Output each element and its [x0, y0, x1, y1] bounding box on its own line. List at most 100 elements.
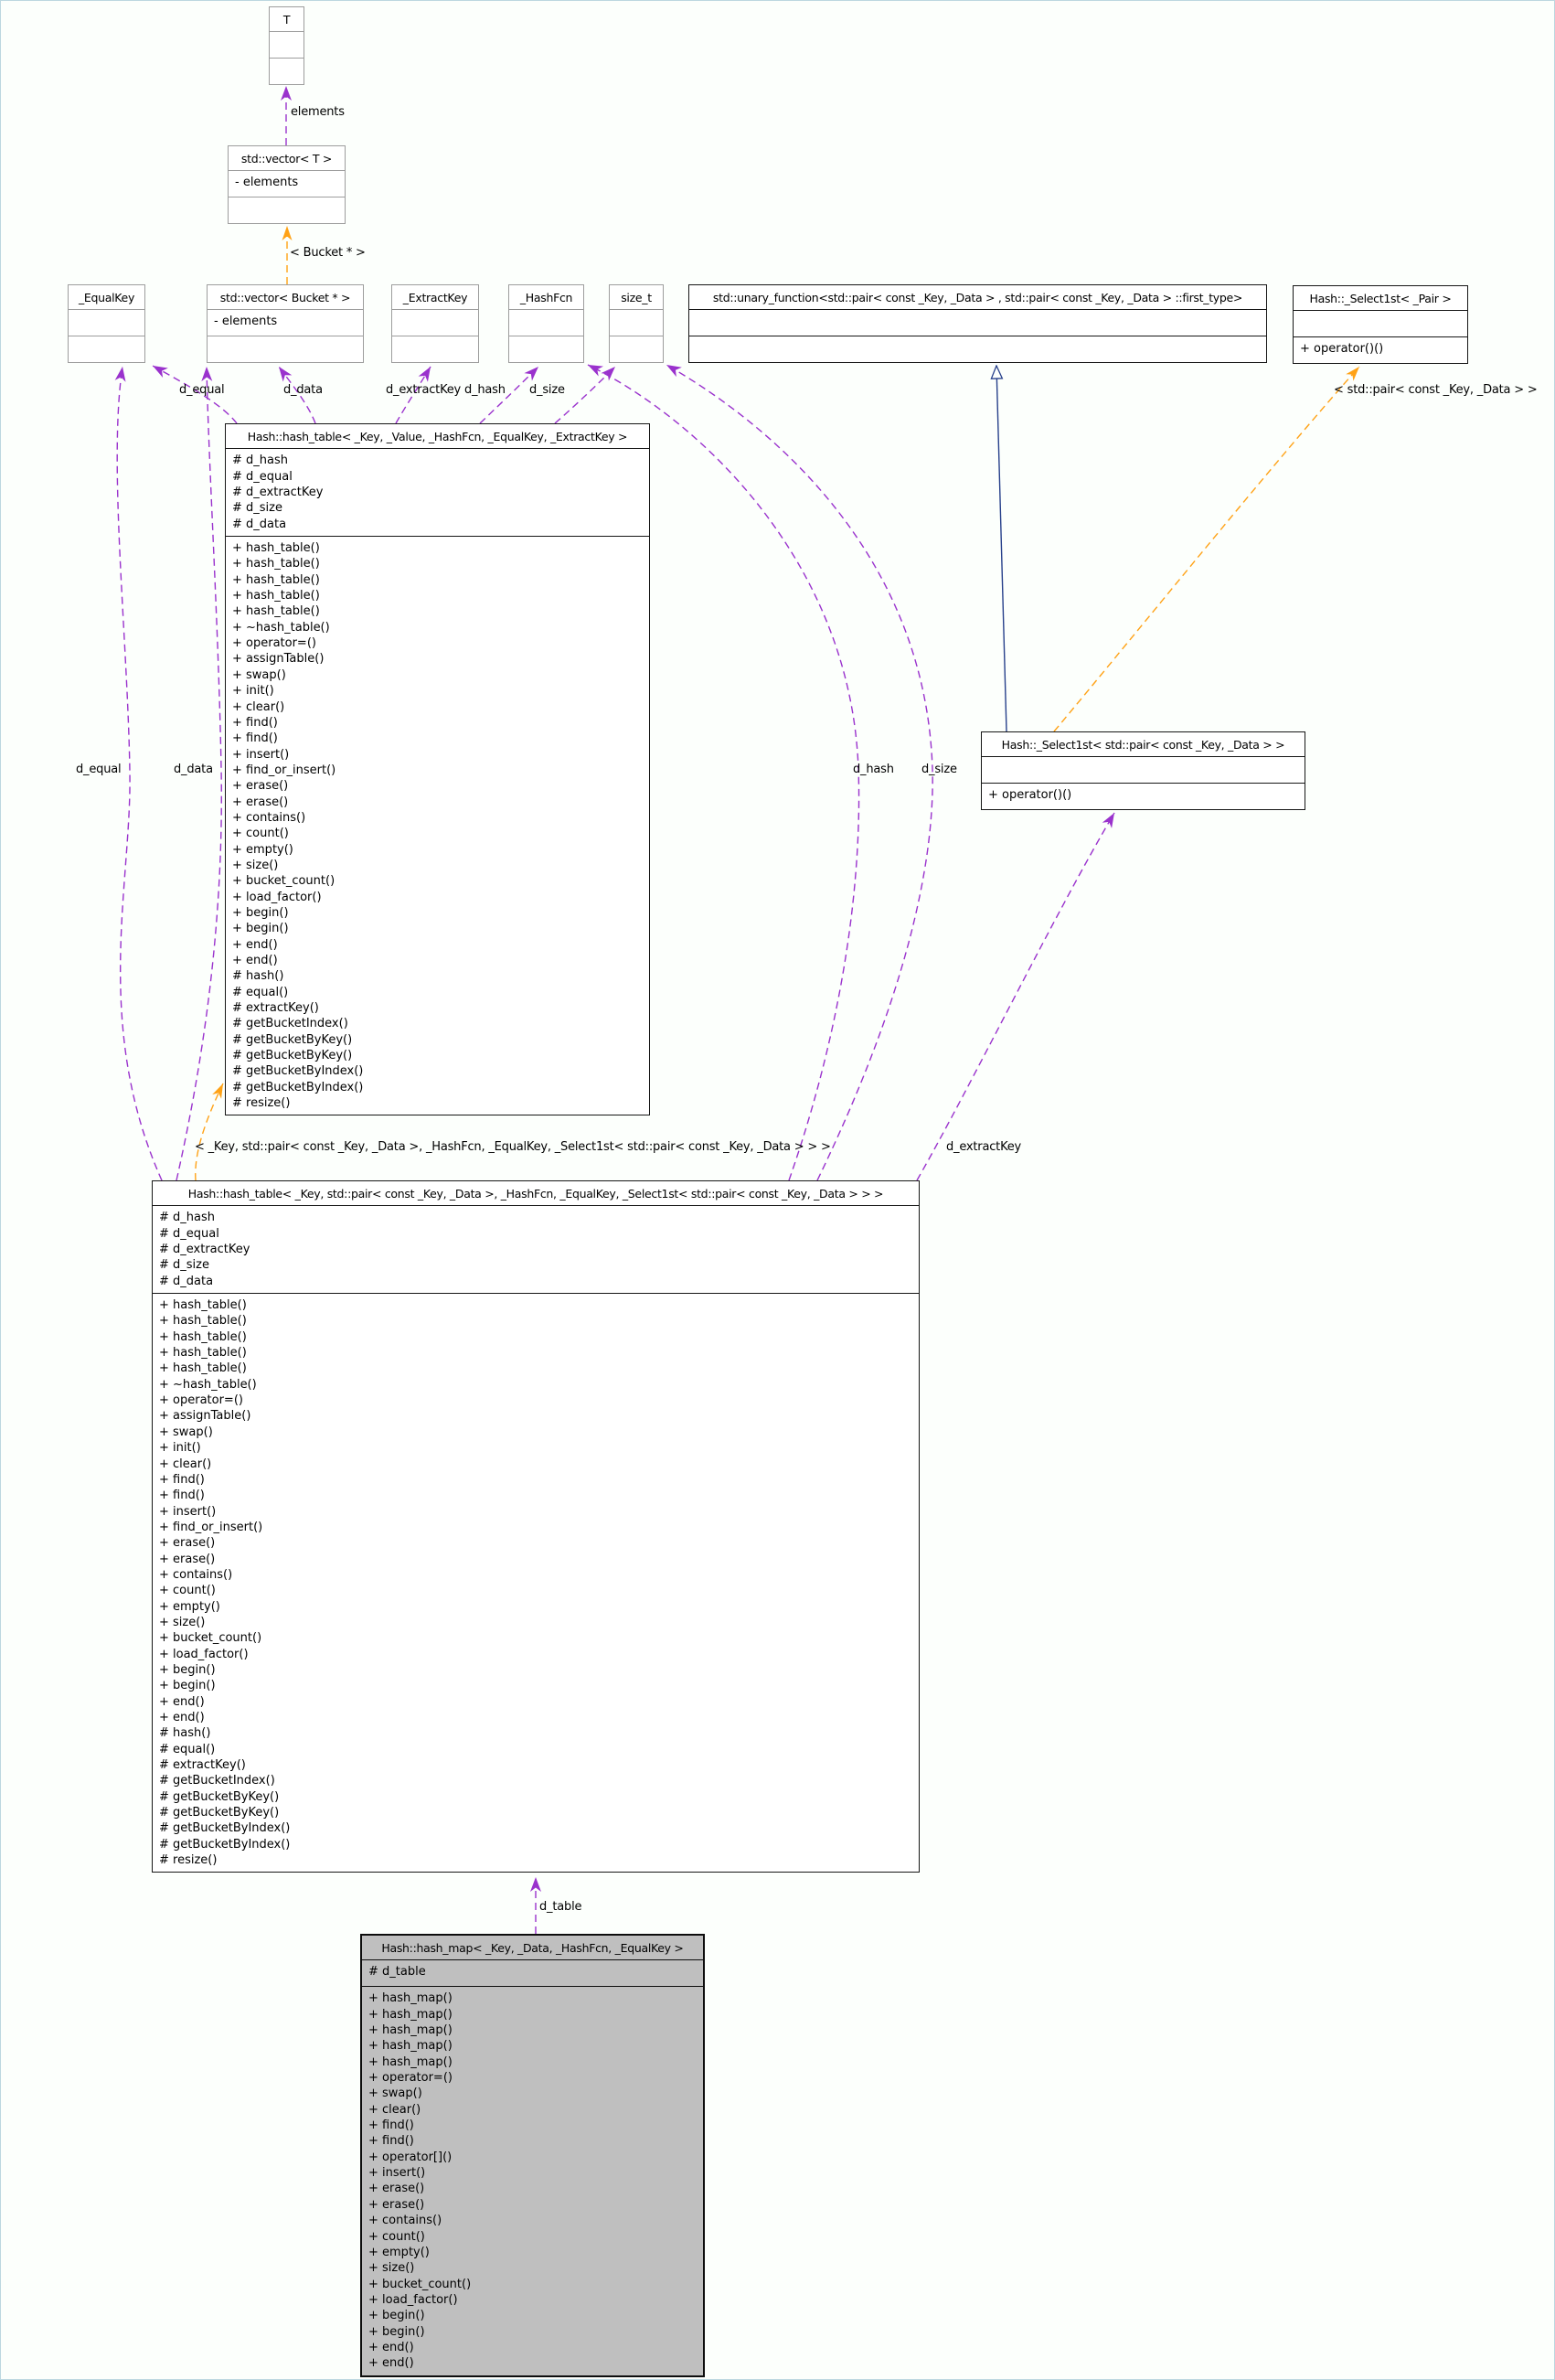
member-item: + hash_table() — [232, 572, 320, 587]
class-title: Hash::hash_map< _Key, _Data, _HashFcn, _… — [381, 1941, 684, 1955]
member-item: + empty() — [368, 2245, 430, 2259]
member-item: # extractKey() — [232, 1001, 319, 1016]
class-node-hash-table-instance[interactable]: Hash::hash_table< _Key, std::pair< const… — [152, 1180, 920, 1873]
member-item: + end() — [159, 1694, 205, 1709]
member-item: + begin() — [368, 2324, 425, 2339]
member-item: # d_equal — [159, 1226, 219, 1241]
member-item: + find_or_insert() — [232, 763, 336, 777]
member-item: + count() — [159, 1584, 216, 1598]
member-item: + operator=() — [159, 1393, 243, 1408]
class-node-hash-map[interactable]: Hash::hash_map< _Key, _Data, _HashFcn, _… — [360, 1934, 705, 2377]
member-item: + count() — [368, 2229, 425, 2244]
member-item: + ~hash_table() — [232, 620, 330, 635]
edge-table2-d-size — [666, 364, 933, 1181]
member-item: + hash_table() — [232, 557, 320, 571]
member-item: + contains() — [368, 2214, 442, 2228]
class-title: _ExtractKey — [402, 291, 468, 304]
member-item: # d_size — [232, 501, 282, 516]
edge-table1-d-extractkey — [395, 366, 431, 424]
class-node-select1st-instance[interactable]: Hash::_Select1st< std::pair< const _Key,… — [981, 731, 1305, 811]
edge-table2-d-data — [176, 366, 222, 1181]
class-title: Hash::hash_table< _Key, _Value, _HashFcn… — [247, 430, 628, 443]
attributes-section — [392, 309, 478, 336]
member-item: # getBucketByKey() — [232, 1049, 353, 1063]
class-node-std-unary-function[interactable]: std::unary_function<std::pair< const _Ke… — [688, 284, 1267, 364]
member-item: # resize() — [232, 1096, 291, 1111]
member-item: + operator()() — [988, 788, 1072, 803]
member-item: # d_size — [159, 1258, 209, 1273]
member-item: + hash_table() — [159, 1314, 247, 1329]
member-item: + bucket_count() — [159, 1631, 262, 1646]
class-title: std::vector< T > — [240, 152, 333, 165]
member-item: - elements — [235, 176, 299, 190]
class-title: Hash::_Select1st< std::pair< const _Key,… — [1001, 738, 1285, 752]
member-item: # d_data — [159, 1274, 214, 1288]
class-node-hashfcn[interactable]: _HashFcn — [508, 284, 584, 364]
edge-table1-d-hash — [479, 366, 539, 424]
class-title: std::unary_function<std::pair< const _Ke… — [712, 291, 1243, 304]
member-item: + hash_table() — [232, 541, 320, 556]
attributes-section: # d_hash# d_equal# d_extractKey# d_size#… — [153, 1205, 919, 1293]
methods-section — [610, 336, 663, 362]
methods-section: + hash_map()+ hash_map()+ hash_map()+ ha… — [362, 1986, 703, 2375]
member-item: # resize() — [159, 1853, 218, 1868]
methods-section — [270, 58, 304, 84]
edge-label-d-data-2: d_data — [174, 763, 213, 776]
class-node-t[interactable]: T — [269, 6, 304, 86]
member-item: # getBucketIndex() — [232, 1017, 348, 1031]
member-item: + hash_table() — [159, 1329, 247, 1344]
edge-table1-d-equal — [152, 365, 238, 424]
member-item: + find() — [159, 1489, 205, 1503]
edge-label-d-hash: d_hash — [464, 383, 506, 397]
edge-label-d-extractkey-2: d_extractKey — [946, 1140, 1022, 1154]
member-item: + insert() — [368, 2166, 426, 2181]
methods-section — [229, 197, 345, 223]
edge-table2-d-equal — [114, 366, 163, 1181]
class-node-equalkey[interactable]: _EqualKey — [68, 284, 145, 364]
edge-label-d-table: d_table — [539, 1900, 582, 1914]
member-item: + clear() — [232, 699, 285, 714]
attributes-section — [270, 31, 304, 58]
member-item: + empty() — [159, 1599, 220, 1614]
member-item: + clear() — [159, 1457, 212, 1471]
attributes-section — [509, 309, 583, 336]
member-item: + operator=() — [232, 636, 316, 651]
member-item: + hash_table() — [159, 1361, 247, 1376]
member-item: # getBucketIndex() — [159, 1774, 275, 1788]
edge-label-bucket-template: < Bucket * > — [290, 246, 366, 260]
member-item: + clear() — [368, 2102, 421, 2117]
class-node-extractkey[interactable]: _ExtractKey — [391, 284, 479, 364]
attributes-section — [689, 309, 1266, 336]
class-node-std-vector-bucket[interactable]: std::vector< Bucket * > - elements — [207, 284, 364, 364]
methods-section: + operator()() — [1294, 336, 1467, 363]
member-item: # equal() — [232, 985, 289, 999]
class-title: _EqualKey — [78, 291, 135, 304]
member-item: + ~hash_table() — [159, 1377, 257, 1392]
member-item: + erase() — [232, 779, 289, 794]
member-item: # hash() — [159, 1726, 211, 1741]
class-title: _HashFcn — [519, 291, 573, 304]
edge-table2-d-extractkey — [916, 812, 1115, 1181]
member-item: + begin() — [159, 1679, 216, 1693]
member-item: + load_factor() — [232, 890, 322, 904]
member-item: + size() — [159, 1615, 206, 1629]
class-node-hash-table-generic[interactable]: Hash::hash_table< _Key, _Value, _HashFcn… — [225, 423, 650, 1116]
edge-label-d-size-2: d_size — [921, 763, 957, 776]
member-item: + empty() — [232, 842, 293, 857]
member-item: # getBucketByIndex() — [159, 1837, 291, 1852]
class-node-select1st-pair[interactable]: Hash::_Select1st< _Pair > + operator()() — [1293, 285, 1468, 365]
member-item: # d_data — [232, 517, 287, 531]
edge-label-d-data: d_data — [283, 383, 323, 397]
edge-label-d-equal: d_equal — [179, 383, 225, 397]
class-node-std-vector-t[interactable]: std::vector< T > - elements — [228, 145, 346, 225]
member-item: + begin() — [368, 2309, 425, 2323]
edge-label-d-hash-2: d_hash — [853, 763, 894, 776]
member-item: + erase() — [159, 1552, 216, 1566]
member-item: - elements — [214, 315, 278, 329]
methods-section: + hash_table()+ hash_table()+ hash_table… — [153, 1293, 919, 1872]
attributes-section: # d_table — [362, 1959, 703, 1986]
member-item: + load_factor() — [368, 2292, 458, 2307]
class-node-size-t[interactable]: size_t — [609, 284, 664, 364]
member-item: + hash_map() — [368, 2007, 453, 2022]
